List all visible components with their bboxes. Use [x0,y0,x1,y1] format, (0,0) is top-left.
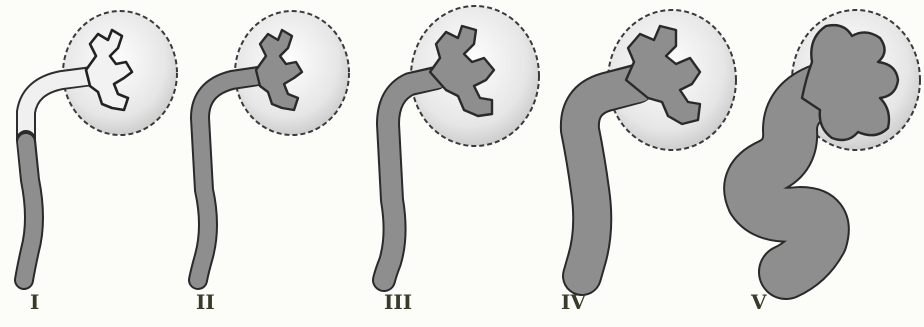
grade-label-2: II [196,290,215,314]
grade-label-5: V [751,290,767,314]
grade-1-illustration [24,11,177,280]
grade-5-illustration [751,10,920,272]
grade-2-illustration [198,11,349,280]
grade-label-1: I [30,290,39,314]
grade-label-4: IV [561,290,586,314]
grade-label-3: III [384,290,412,314]
grade-4-illustration [580,10,736,276]
grade-3-illustration [384,6,539,280]
